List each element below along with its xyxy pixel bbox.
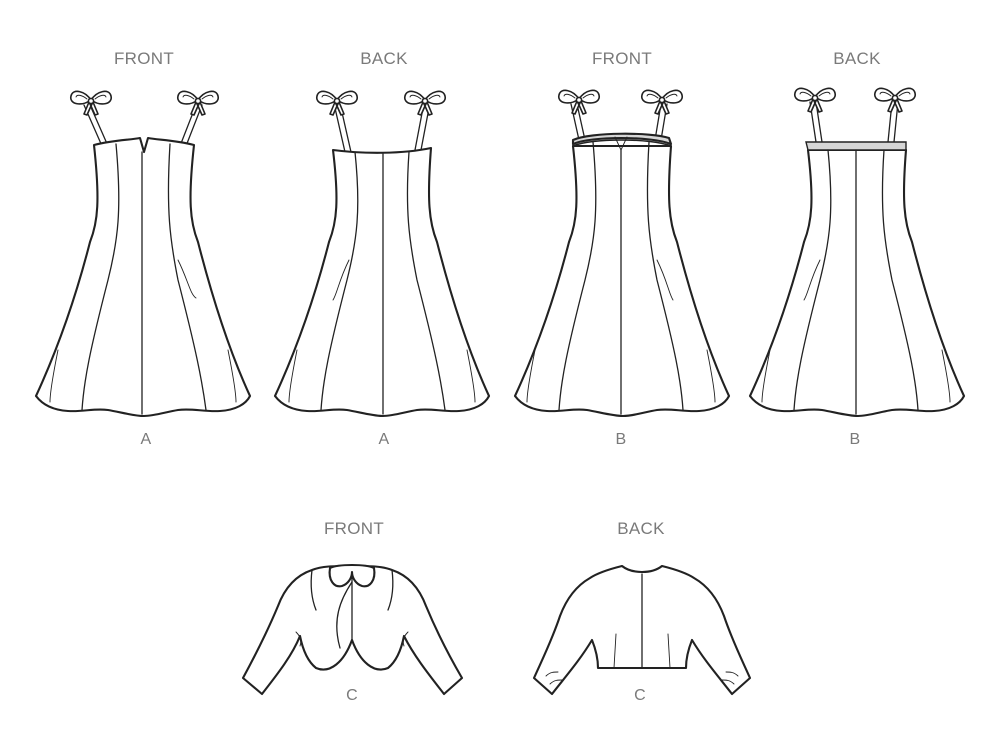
bolero-c-front [241, 563, 464, 696]
style-letter-c-back: C [634, 687, 646, 704]
dress-b-front [513, 89, 731, 418]
style-letter-b-back: B [849, 431, 861, 448]
style-letter-a-front: A [140, 431, 152, 448]
bolero-c-back [532, 564, 752, 696]
dress-a-back [273, 90, 491, 418]
style-letter-a-back: A [378, 431, 390, 448]
view-label-b-front: FRONT [591, 49, 653, 68]
view-label-a-back: BACK [360, 49, 408, 68]
view-label-c-back: BACK [617, 519, 665, 538]
view-label-a-front: FRONT [113, 49, 175, 68]
dress-b-back [748, 87, 966, 418]
style-letter-c-front: C [346, 687, 358, 704]
style-letter-b-front: B [615, 431, 627, 448]
dress-a-front [34, 90, 252, 418]
view-label-c-front: FRONT [323, 519, 385, 538]
view-label-b-back: BACK [833, 49, 881, 68]
